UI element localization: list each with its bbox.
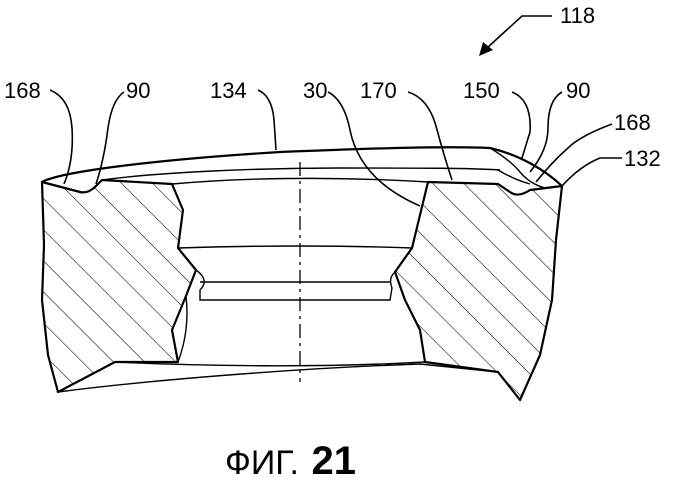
leader-170 [408,92,452,180]
leader-90-left [96,92,124,184]
leader-118 [487,16,552,48]
label-170: 170 [360,78,397,103]
leader-132 [562,158,622,186]
bore-upper [178,246,412,248]
left-section [42,180,196,392]
label-30: 30 [303,78,327,103]
label-118: 118 [560,3,595,28]
label-132: 132 [624,146,661,171]
caption-prefix: ФИГ. [225,444,299,482]
right-section [395,182,562,400]
figure-caption: ФИГ. 21 [225,439,356,483]
caption-number: 21 [311,439,356,483]
label-168-left: 168 [4,78,41,103]
label-150: 150 [463,78,500,103]
bore-step [196,270,395,300]
label-90-left: 90 [126,78,150,103]
label-168-right: 168 [614,110,651,135]
leader-150 [512,92,530,158]
leader-134 [258,90,276,150]
leader-168-left [50,90,72,184]
leader-90-right [530,92,562,172]
label-90-right: 90 [566,78,590,103]
bottom-face [58,364,498,392]
label-134: 134 [210,78,247,103]
